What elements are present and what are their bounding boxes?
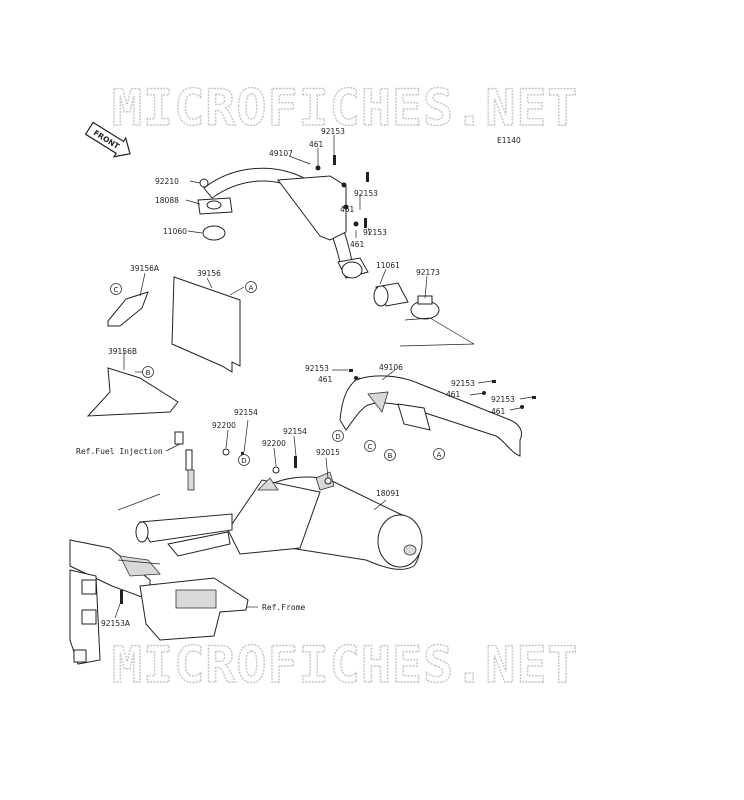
muffler-18091 xyxy=(227,471,423,570)
svg-text:D: D xyxy=(241,457,246,465)
diagram-id: E1140 xyxy=(497,136,521,145)
clamp-92173 xyxy=(410,295,440,320)
heat-guard-49106 xyxy=(339,375,523,457)
sleeve-11061 xyxy=(373,282,409,307)
frame-section xyxy=(69,539,249,665)
label-92153-e: 92153 xyxy=(491,395,515,404)
watermark-bottom: MICROFICHES.NET xyxy=(112,636,579,694)
exhaust-header-pipe xyxy=(203,167,369,279)
svg-text:B: B xyxy=(146,369,151,377)
label-92154-a: 92154 xyxy=(234,408,258,417)
o2-sensor xyxy=(174,431,195,491)
leader-lines xyxy=(114,135,533,619)
label-49106: 49106 xyxy=(379,363,403,372)
svg-text:A: A xyxy=(249,284,254,292)
callout-C-guard: C xyxy=(364,440,376,452)
svg-text:B: B xyxy=(388,452,393,460)
callout-D-guard: D xyxy=(332,430,344,442)
label-39156B: 39156B xyxy=(108,347,137,356)
label-92173: 92173 xyxy=(416,268,440,277)
gasket-11060 xyxy=(202,225,226,241)
label-92200-b: 92200 xyxy=(262,439,286,448)
label-11060: 11060 xyxy=(163,227,187,236)
label-92153-d: 92153 xyxy=(451,379,475,388)
label-92153-top: 92153 xyxy=(321,127,345,136)
label-461-b: 461 xyxy=(350,240,365,249)
callout-B-guard: B xyxy=(384,449,396,461)
label-18091: 18091 xyxy=(376,489,400,498)
label-92210: 92210 xyxy=(155,177,179,186)
label-461-c: 461 xyxy=(318,375,333,384)
label-92153-a: 92153 xyxy=(354,189,378,198)
label-92153-c: 92153 xyxy=(305,364,329,373)
label-92200-a: 92200 xyxy=(212,421,236,430)
ref-frame: Ref.Frome xyxy=(262,603,306,612)
svg-text:C: C xyxy=(368,443,373,451)
label-11061: 11061 xyxy=(376,261,400,270)
label-461-d: 461 xyxy=(446,390,461,399)
label-461-e: 461 xyxy=(491,407,506,416)
svg-text:C: C xyxy=(114,286,119,294)
pad-39156A xyxy=(107,291,149,327)
ref-fuel-injection: Ref.Fuel Injection xyxy=(76,447,163,456)
label-39156A: 39156A xyxy=(130,264,160,273)
flange-18088 xyxy=(197,197,233,215)
callout-A-left: A xyxy=(245,281,257,293)
lower-exhaust-pipes xyxy=(135,513,233,557)
callout-B-left: B xyxy=(142,366,154,378)
pad-39156B xyxy=(86,367,179,417)
nut-92210 xyxy=(199,178,209,188)
svg-text:A: A xyxy=(437,451,442,459)
label-92153A: 92153A xyxy=(101,619,131,628)
label-461-a: 461 xyxy=(340,205,355,214)
label-18088: 18088 xyxy=(155,196,179,205)
label-92153-b: 92153 xyxy=(363,228,387,237)
pad-39156 xyxy=(171,276,241,373)
part-labels: 92153 461 49107 92210 18088 11060 461 92… xyxy=(101,127,515,628)
callout-D-muffler: D xyxy=(238,454,250,466)
callout-C-left: C xyxy=(110,283,122,295)
label-92015: 92015 xyxy=(316,448,340,457)
header-fasteners xyxy=(315,155,369,228)
svg-text:D: D xyxy=(335,433,340,441)
label-39156: 39156 xyxy=(197,269,221,278)
watermark-top: MICROFICHES.NET xyxy=(112,79,579,137)
label-461-top: 461 xyxy=(309,140,324,149)
callout-A-guard: A xyxy=(433,448,445,460)
label-92154-b: 92154 xyxy=(283,427,307,436)
label-49107: 49107 xyxy=(269,149,293,158)
